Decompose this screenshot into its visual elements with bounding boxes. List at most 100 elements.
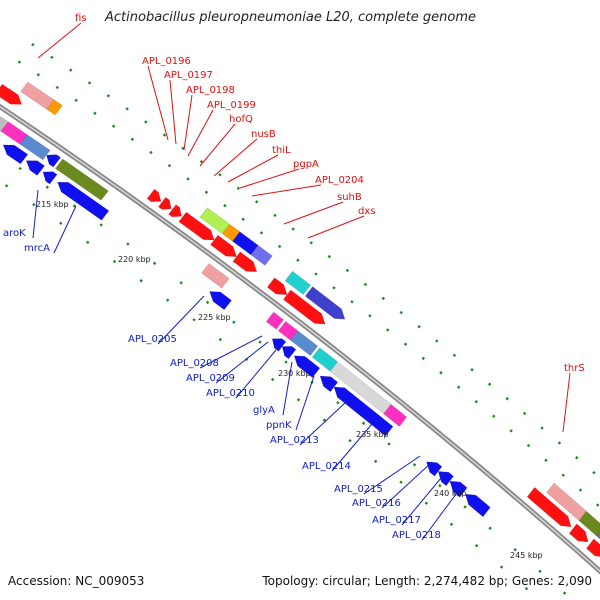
reverse-gene <box>201 263 230 289</box>
tick-mark <box>32 202 36 207</box>
tick-mark <box>578 488 583 492</box>
reverse-gene <box>265 311 285 330</box>
tick-mark <box>488 526 492 530</box>
forward-gene-label: APL_0204 <box>315 175 364 186</box>
accession-text: Accession: NC_009053 <box>8 574 145 588</box>
reverse-gene <box>426 461 443 477</box>
tick-mark <box>595 503 600 507</box>
tick-mark <box>386 328 390 332</box>
reverse-gene <box>464 493 491 518</box>
tick-mark <box>309 241 313 245</box>
tick-mark <box>424 501 429 505</box>
forward-gene-label-leader <box>169 79 177 145</box>
tick-mark <box>526 443 531 448</box>
reverse-gene-label: APL_0215 <box>334 484 383 495</box>
reverse-gene <box>46 154 62 168</box>
forward-gene <box>232 251 258 273</box>
reverse-gene-label-leader <box>53 205 77 254</box>
reverse-gene <box>333 386 394 437</box>
reverse-gene-label: mrcA <box>24 243 50 254</box>
reverse-gene-label-leader <box>282 361 293 416</box>
reverse-gene-label: APL_0214 <box>302 461 351 472</box>
reverse-gene-label-leader <box>331 423 373 472</box>
tick-mark <box>152 261 157 266</box>
scale-label: 240 kbp <box>434 489 467 498</box>
tick-mark <box>270 377 275 382</box>
reverse-gene-label-leader <box>235 349 277 399</box>
tick-mark <box>254 200 259 204</box>
tick-mark <box>296 398 301 402</box>
forward-gene-label: fis <box>75 13 87 24</box>
forward-gene-label-leader <box>147 65 169 141</box>
tick-mark <box>538 569 542 573</box>
tick-mark <box>438 484 442 488</box>
forward-gene <box>199 207 231 235</box>
tick-mark <box>452 353 457 358</box>
tick-mark <box>179 281 183 285</box>
tick-mark <box>368 314 372 318</box>
tick-mark <box>449 522 454 526</box>
tick-mark <box>236 186 241 190</box>
tick-mark <box>439 371 443 375</box>
tick-mark <box>381 296 386 301</box>
forward-gene-label: APL_0197 <box>164 70 213 81</box>
reverse-gene <box>0 115 9 132</box>
tick-mark <box>218 337 223 342</box>
forward-gene <box>20 81 55 110</box>
forward-gene <box>586 538 600 557</box>
scale-label: 245 kbp <box>510 551 543 560</box>
tick-mark <box>277 244 282 249</box>
reverse-gene-label-leader <box>199 335 263 369</box>
tick-mark <box>513 547 517 552</box>
forward-gene <box>46 99 63 116</box>
tick-mark <box>72 204 76 208</box>
forward-gene-label-leader <box>37 22 82 59</box>
backbone-highlight <box>0 105 600 573</box>
tick-mark <box>492 414 496 418</box>
tick-mark <box>192 318 196 322</box>
forward-gene-label: APL_0196 <box>142 56 191 67</box>
reverse-gene <box>329 361 392 415</box>
forward-gene <box>284 270 312 295</box>
tick-mark <box>562 591 567 595</box>
tick-mark <box>36 73 41 77</box>
forward-gene-label-leader <box>227 154 279 183</box>
reverse-gene <box>289 330 319 357</box>
reverse-gene <box>277 320 299 341</box>
tick-mark <box>165 298 170 302</box>
forward-gene <box>0 83 23 105</box>
map-title: Actinobacillus pleuropneumoniae L20, com… <box>105 10 476 25</box>
tick-mark <box>259 231 264 235</box>
reverse-gene-label-leader <box>299 401 347 446</box>
tick-mark <box>86 240 90 245</box>
tick-mark <box>387 442 391 446</box>
reverse-gene <box>19 134 51 161</box>
tick-mark <box>474 543 479 548</box>
reverse-gene-label-leader <box>421 485 463 541</box>
tick-mark <box>399 310 403 315</box>
forward-gene-label: nusB <box>251 129 276 140</box>
tick-mark <box>139 279 143 283</box>
tick-mark <box>17 60 22 64</box>
forward-gene <box>179 212 215 241</box>
tick-mark <box>181 146 185 150</box>
reverse-gene-label-leader <box>363 455 421 495</box>
reverse-gene-label-leader <box>215 341 269 384</box>
forward-gene <box>578 510 600 537</box>
reverse-gene <box>54 158 109 201</box>
tick-mark <box>412 463 417 467</box>
reverse-gene-label: APL_0216 <box>352 498 401 509</box>
forward-gene-label-leader <box>239 168 300 189</box>
tick-mark <box>373 459 378 463</box>
forward-gene-label-leader <box>187 109 214 157</box>
forward-gene <box>250 244 273 266</box>
forward-gene-label-leader <box>283 201 344 225</box>
tick-mark <box>112 259 117 264</box>
tick-mark <box>575 456 579 460</box>
scale-label: 220 kbp <box>118 255 151 264</box>
forward-gene <box>595 530 600 540</box>
tick-mark <box>59 221 63 226</box>
forward-gene <box>146 188 162 203</box>
tick-mark <box>322 418 327 422</box>
